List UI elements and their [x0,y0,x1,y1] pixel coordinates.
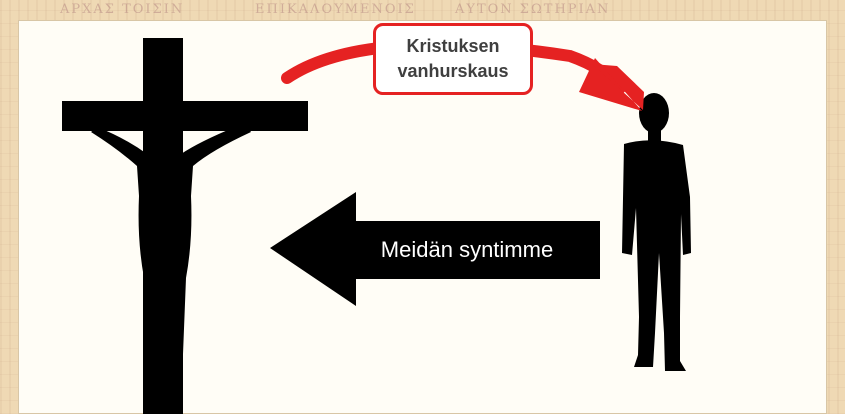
sins-label: Meidän syntimme [380,237,554,262]
standing-man-silhouette-icon [622,93,691,371]
black-arrow [270,192,600,306]
red-arrow-head [579,58,644,111]
background-script-2: ΕΠΙΚΑΛΟΥΜΕΝΟΙΣ [255,2,416,17]
righteousness-label-box: Kristuksen vanhurskaus [373,23,533,95]
background-script-3: ΑΥΤΟΝ ΣΩΤΗΡΙΑΝ [455,2,611,17]
background-script-1: ΑΡΧΑΣ ΤΟΙΣΙΝ [60,2,185,17]
righteousness-label: Kristuksen vanhurskaus [397,36,509,81]
crucifix-icon [62,38,308,414]
